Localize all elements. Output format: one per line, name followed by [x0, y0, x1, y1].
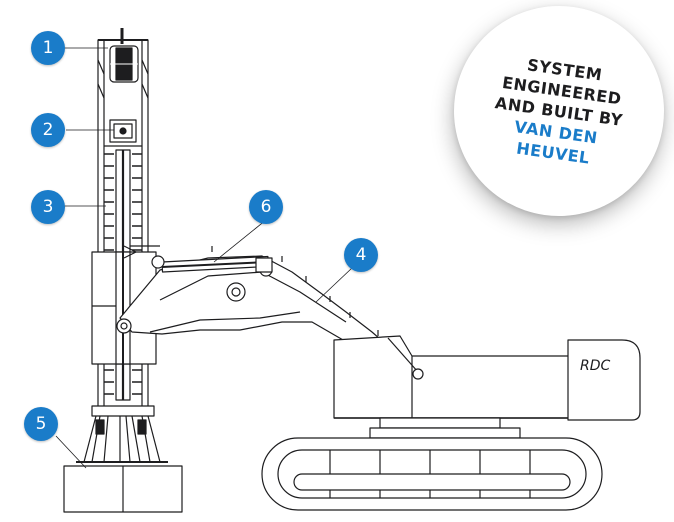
callout-3[interactable]: 3: [31, 190, 65, 224]
crawler-tracks: [261, 437, 603, 511]
counterweight: [567, 339, 641, 421]
leader-lines: [55, 47, 353, 469]
excavator-cab: [333, 335, 607, 419]
callout-5[interactable]: 5: [24, 407, 58, 441]
hydraulic-cylinder: [151, 255, 273, 273]
machine-logo: RDC: [580, 358, 611, 374]
callout-2[interactable]: 2: [31, 113, 65, 147]
callout-6[interactable]: 6: [249, 190, 283, 224]
callout-4[interactable]: 4: [344, 238, 378, 272]
callout-1[interactable]: 1: [31, 31, 65, 65]
base-frame: [63, 405, 183, 513]
